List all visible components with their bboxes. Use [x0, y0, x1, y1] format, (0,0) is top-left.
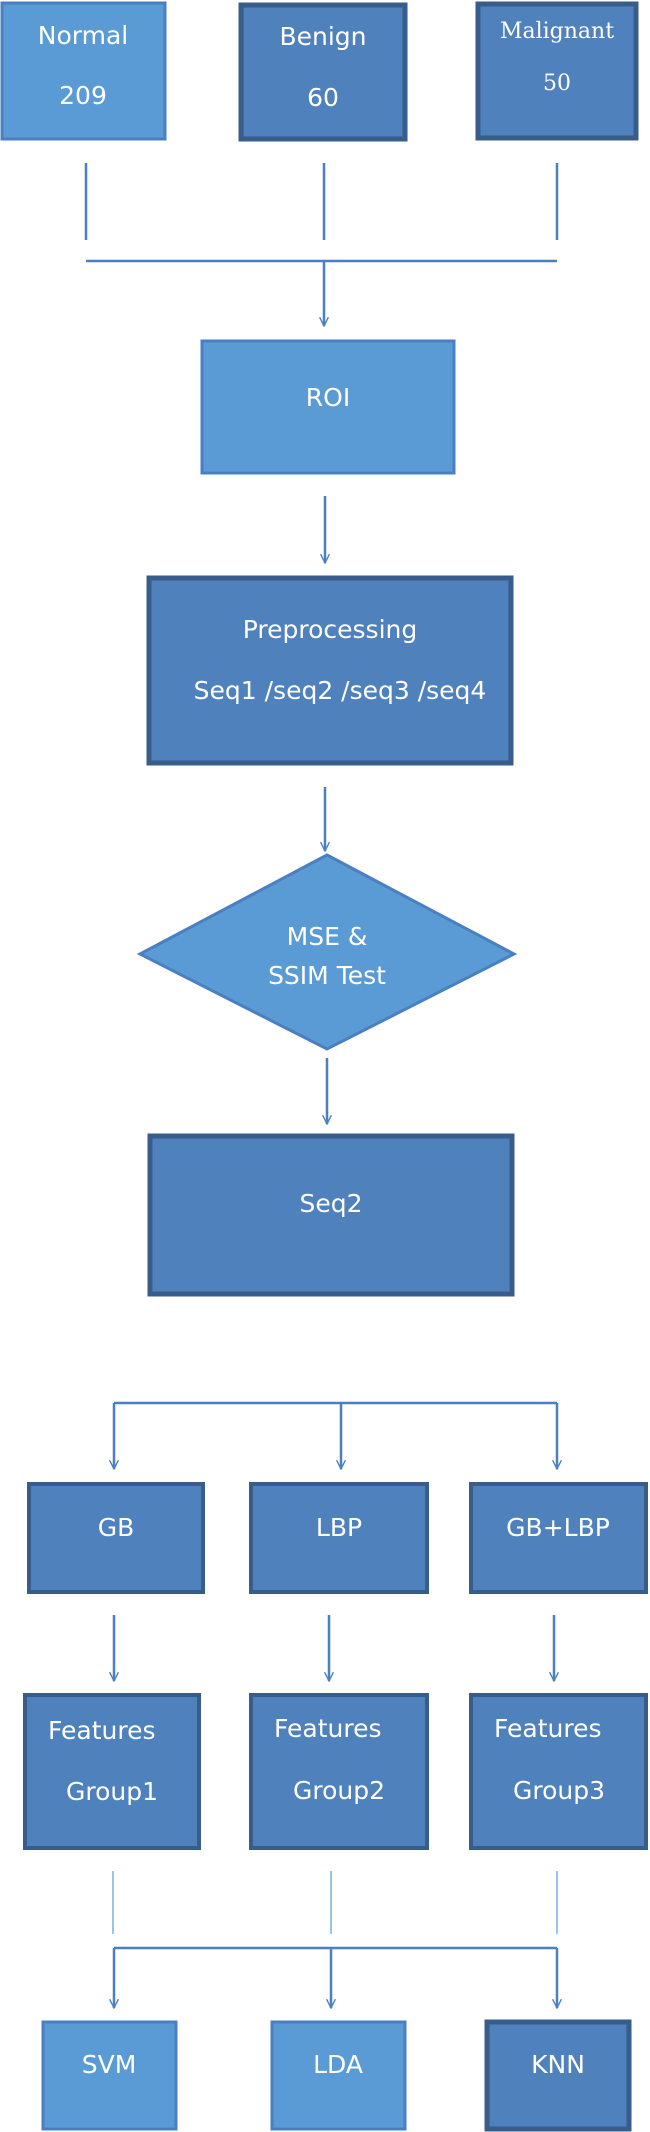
classifier-knn-label: KNN — [531, 2050, 585, 2079]
preprocessing-label: Preprocessing — [243, 615, 417, 644]
extractor-box-gblbp: GB+LBP — [469, 1482, 648, 1594]
extractor-gb-label: GB — [98, 1513, 135, 1542]
extractor-gblbp-label: GB+LBP — [506, 1513, 610, 1542]
classifier-svm-label: SVM — [82, 2050, 137, 2079]
classifier-lda-label: LDA — [313, 2050, 363, 2079]
preprocessing-sequences: Seq1 /seq2 /seq3 /seq4 — [194, 676, 487, 705]
feature-group1-line2: Group1 — [66, 1777, 158, 1806]
test-diamond: MSE & SSIM Test — [136, 853, 518, 1051]
class-box-normal: Normal 209 — [0, 1, 167, 141]
feature-group3-line2: Group3 — [513, 1776, 605, 1805]
feature-group3-line1: Features — [494, 1714, 602, 1743]
classifier-box-knn: KNN — [484, 2019, 632, 2132]
preprocessing-box: Preprocessing Seq1 /seq2 /seq3 /seq4 — [146, 575, 514, 766]
extractor-lbp-label: LBP — [316, 1513, 362, 1542]
selected-sequence-box: Seq2 — [147, 1133, 515, 1297]
test-line1: MSE & — [287, 922, 368, 951]
feature-group-box-2: Features Group2 — [249, 1693, 429, 1850]
feature-group2-line1: Features — [274, 1714, 382, 1743]
roi-label: ROI — [306, 383, 350, 412]
feature-group-box-1: Features Group1 — [23, 1693, 201, 1850]
class-normal-count: 209 — [59, 81, 107, 110]
class-benign-label: Benign — [279, 22, 366, 51]
classifier-box-svm: SVM — [41, 2020, 178, 2131]
extractor-box-lbp: LBP — [249, 1482, 429, 1594]
class-malignant-count: 50 — [543, 71, 571, 96]
test-line2: SSIM Test — [268, 961, 386, 990]
class-box-benign: Benign 60 — [238, 2, 408, 142]
feature-group2-line2: Group2 — [293, 1776, 385, 1805]
selected-sequence-label: Seq2 — [299, 1189, 362, 1218]
class-malignant-label: Malignant — [500, 19, 614, 44]
feature-group1-line1: Features — [48, 1716, 156, 1745]
class-benign-count: 60 — [307, 83, 339, 112]
class-box-malignant: Malignant 50 — [475, 1, 639, 141]
feature-group-box-3: Features Group3 — [469, 1693, 648, 1850]
class-normal-label: Normal — [38, 21, 128, 50]
extractor-box-gb: GB — [27, 1482, 205, 1594]
classifier-box-lda: LDA — [270, 2020, 407, 2131]
roi-box: ROI — [200, 339, 456, 475]
